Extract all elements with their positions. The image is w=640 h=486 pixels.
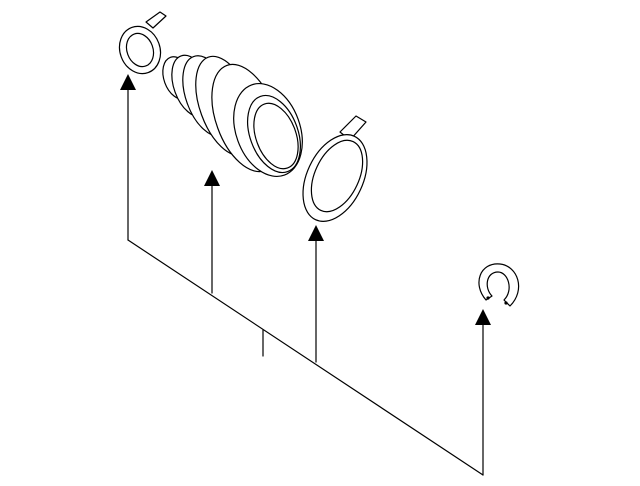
arrowheads: [120, 74, 491, 325]
arrow-small-clamp: [120, 74, 136, 90]
arrow-boot: [204, 170, 220, 186]
leader-lines: [127, 87, 484, 476]
small-clamp-part[interactable]: [113, 11, 167, 79]
arrow-large-clamp: [308, 225, 324, 241]
large-clamp-part[interactable]: [290, 115, 380, 232]
cv-boot-part[interactable]: [157, 48, 314, 186]
snap-ring-part[interactable]: [478, 263, 520, 307]
arrow-snap-ring: [475, 309, 491, 325]
